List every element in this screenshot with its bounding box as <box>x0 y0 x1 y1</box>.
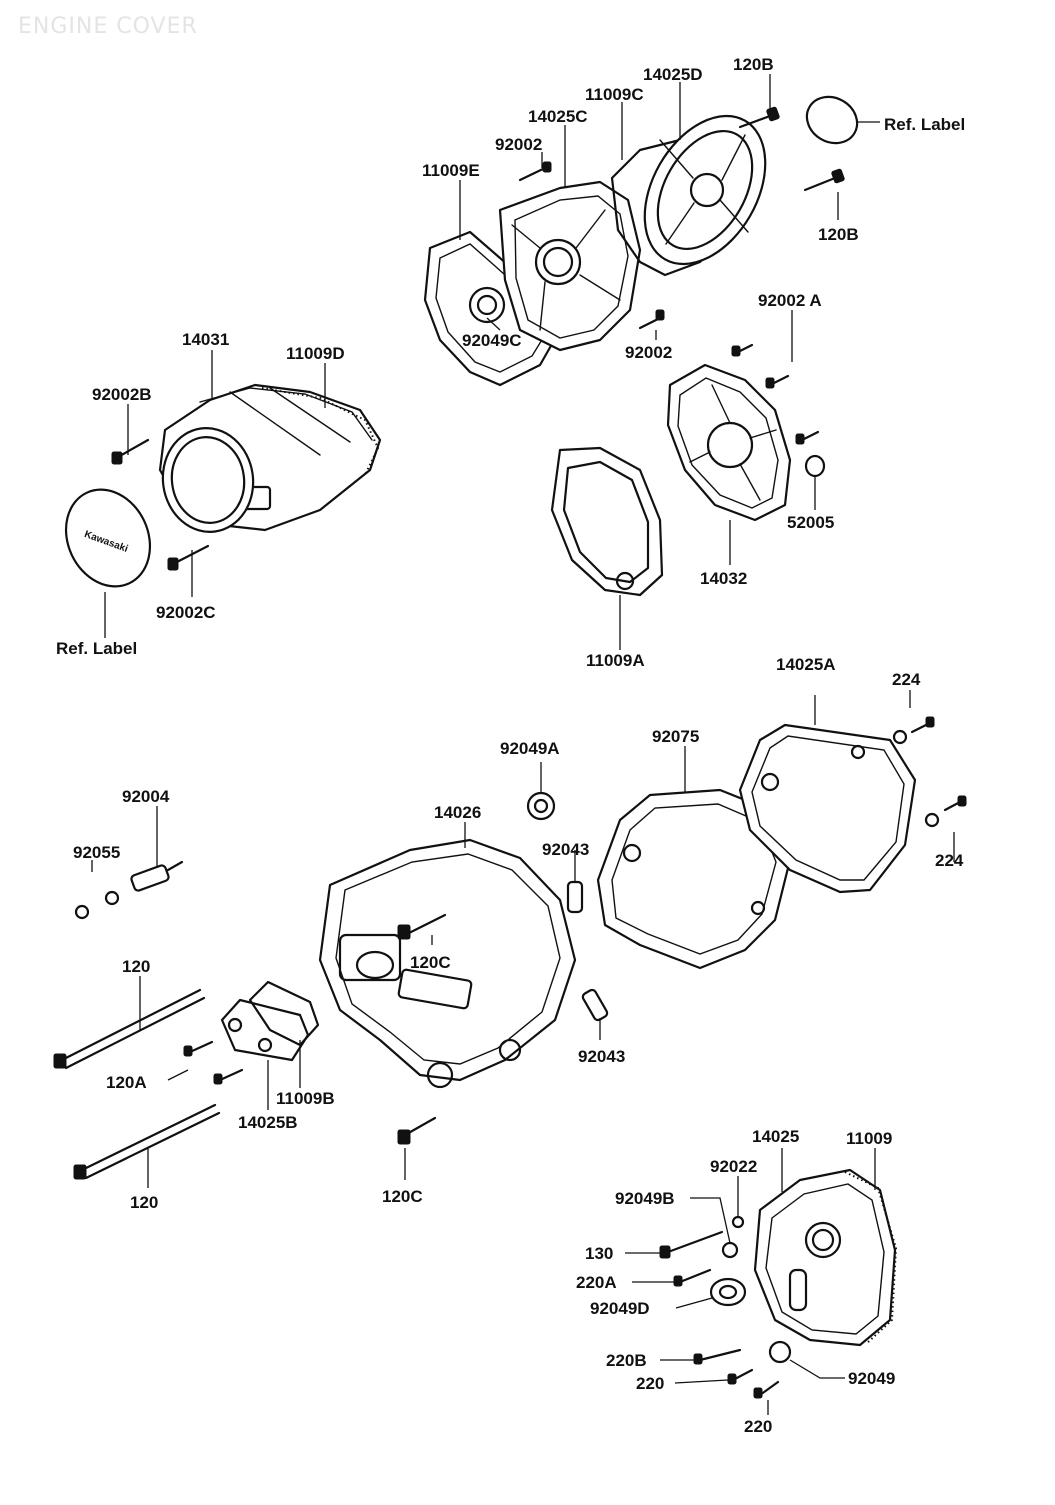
gasket-11009e <box>423 230 562 387</box>
pin-92043-bot <box>581 988 609 1022</box>
bolts-120a <box>183 1040 244 1085</box>
label-14026: 14026 <box>434 803 481 822</box>
pin-92043-top <box>566 880 584 914</box>
label-11009b: 11009B <box>276 1089 335 1108</box>
label-92049d: 92049D <box>590 1299 650 1318</box>
label-11009e: 11009E <box>422 161 480 180</box>
label-14032: 14032 <box>700 569 747 588</box>
label-220-bot: 220 <box>744 1417 772 1436</box>
label-120-top: 120 <box>122 957 150 976</box>
label-92022: 92022 <box>710 1157 757 1176</box>
label-120c-bot: 120C <box>382 1187 423 1206</box>
washer-92049b <box>721 1241 739 1259</box>
label-92002-top: 92002 <box>495 135 542 154</box>
cover-14025 <box>753 1168 897 1347</box>
label-14025c: 14025C <box>528 107 588 126</box>
label-92049c: 92049C <box>462 331 522 350</box>
gasket-11009 <box>844 1171 898 1345</box>
label-11009: 11009 <box>846 1129 892 1148</box>
label-ref-label-top: Ref. Label <box>884 115 965 134</box>
label-92055: 92055 <box>73 843 120 862</box>
ref-label-disc-top <box>805 95 859 145</box>
label-ref-label-left: Ref. Label <box>56 639 137 658</box>
bolt-120b-mid <box>803 168 845 192</box>
seal-92049d <box>709 1277 747 1307</box>
label-14031: 14031 <box>182 330 229 349</box>
label-92049: 92049 <box>848 1369 895 1388</box>
label-120c-mid: 120C <box>410 953 451 972</box>
bolt-92002b <box>111 438 150 465</box>
bolts-92002a <box>731 343 820 445</box>
seal-92049a <box>526 791 556 821</box>
seal-92049 <box>768 1340 792 1364</box>
bolt-120c-bot <box>397 1116 437 1145</box>
case-14026 <box>318 838 577 1089</box>
label-92002-mid: 92002 <box>625 343 672 362</box>
cover-14032 <box>666 363 792 522</box>
bolts-224 <box>892 716 967 828</box>
label-11009d: 11009D <box>286 344 345 363</box>
washers-92055 <box>74 890 120 920</box>
label-120-bot: 120 <box>130 1193 158 1212</box>
label-224-top: 224 <box>892 670 921 689</box>
bolt-120c-mid <box>397 913 447 940</box>
bolt-92002c <box>167 544 210 571</box>
label-14025b: 14025B <box>238 1113 298 1132</box>
cover-14025c <box>498 180 642 352</box>
cover-14025a <box>738 723 917 894</box>
bolt-220b <box>693 1348 742 1365</box>
label-120b-top: 120B <box>733 55 774 74</box>
label-11009a: 11009A <box>586 651 645 670</box>
plate-14025b <box>220 998 310 1062</box>
bolt-220-bot <box>753 1380 780 1399</box>
label-220-mid: 220 <box>636 1374 664 1393</box>
label-220a: 220A <box>576 1273 617 1292</box>
label-52005: 52005 <box>787 513 834 532</box>
lens-14031 <box>161 427 255 533</box>
label-92049b: 92049B <box>615 1189 675 1208</box>
seal-92049c <box>468 286 506 324</box>
label-220b: 220B <box>606 1351 647 1370</box>
label-14025a: 14025A <box>776 655 836 674</box>
bolt-120b-top <box>738 106 780 129</box>
label-11009c: 11009C <box>585 85 644 104</box>
fitting-92004 <box>130 860 184 892</box>
gasket-11009a <box>550 446 664 597</box>
label-14025: 14025 <box>752 1127 799 1146</box>
bolt-92002-top <box>518 161 552 182</box>
cover-14025d <box>643 114 767 266</box>
label-224-bot: 224 <box>935 851 964 870</box>
gasket-11009d <box>261 387 380 476</box>
label-92043-top: 92043 <box>542 840 589 859</box>
part-labels: 14025D 120B 11009C 14025C 92002 11009E R… <box>56 55 965 1436</box>
label-92004: 92004 <box>122 787 170 806</box>
label-92049a: 92049A <box>500 739 560 758</box>
label-130: 130 <box>585 1244 613 1263</box>
leader-lines <box>91 74 955 1415</box>
plug-52005 <box>804 454 826 478</box>
bolt-220a <box>673 1268 712 1287</box>
ref-label-emblem: Kawasaki <box>64 488 152 588</box>
bolt-120-bot <box>73 1103 221 1180</box>
washer-92022 <box>731 1215 745 1229</box>
gasket-11009b <box>248 980 320 1047</box>
label-120b-mid: 120B <box>818 225 859 244</box>
label-92043-bot: 92043 <box>578 1047 625 1066</box>
label-92002c: 92002C <box>156 603 216 622</box>
label-92002a: 92002 A <box>758 291 822 310</box>
label-92075: 92075 <box>652 727 699 746</box>
bolt-120-top <box>53 988 206 1070</box>
label-14025d: 14025D <box>643 65 703 84</box>
bolt-130 <box>659 1230 724 1259</box>
label-120a: 120A <box>106 1073 147 1092</box>
bolt-92002-mid <box>638 309 665 330</box>
cover-92075 <box>596 788 792 970</box>
bolt-220-mid <box>727 1368 754 1385</box>
label-92002b: 92002B <box>92 385 152 404</box>
page-title: ENGINE COVER <box>18 14 198 39</box>
